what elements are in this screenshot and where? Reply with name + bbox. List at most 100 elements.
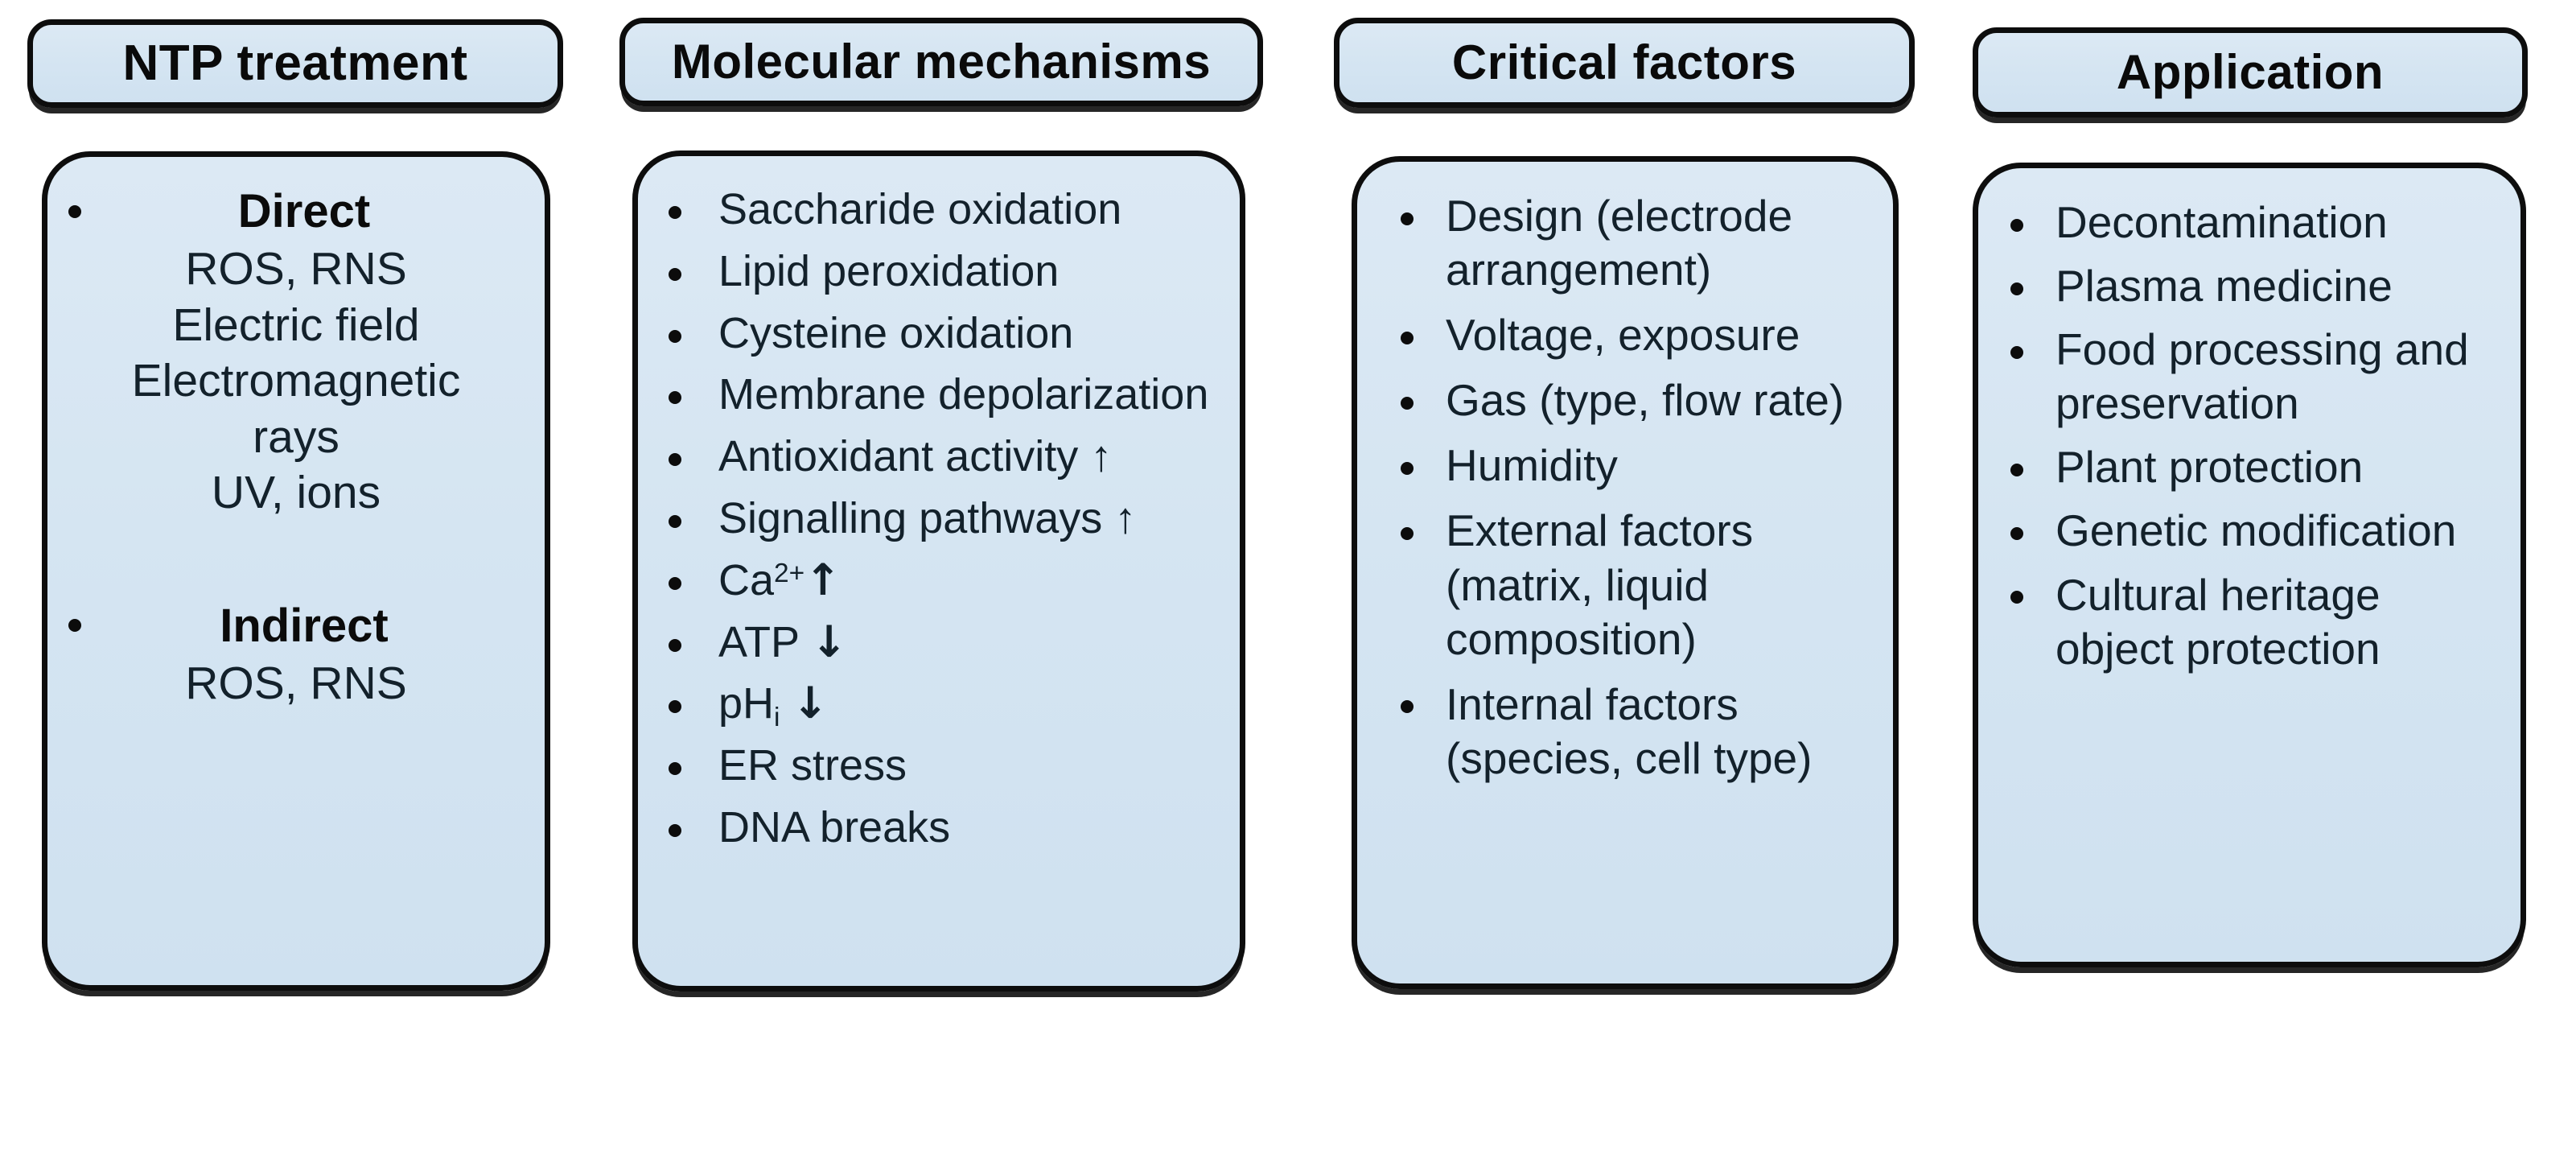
header-box-molecular-mechanisms: Molecular mechanisms	[619, 18, 1263, 106]
group-lines-indirect: ROS, RNS	[68, 656, 524, 712]
bullet-icon	[2010, 591, 2023, 604]
header-box-application: Application	[1973, 27, 2528, 118]
bullet-icon	[669, 206, 681, 220]
column-ntp-treatment: NTP treatment Direct ROS, RNS Electric f…	[27, 0, 582, 991]
list-item-label: ER stress	[718, 741, 907, 790]
bullet-icon	[669, 453, 681, 467]
content-box-critical-factors: Design (electrode arrangement) Voltage, …	[1352, 156, 1899, 989]
bullet-icon	[2010, 463, 2023, 476]
bullet-icon	[669, 576, 681, 590]
list-item: Signalling pathways ↑	[659, 493, 1219, 545]
bullet-icon	[2010, 527, 2023, 541]
list-item: Cultural heritage object protection	[1999, 568, 2500, 676]
list-item-label: Internal factors (species, cell type)	[1446, 678, 1813, 783]
list-item-label: Decontamination	[2055, 197, 2388, 247]
list-item: Voltage, exposure	[1378, 308, 1872, 362]
list-item: Gas (type, flow rate)	[1378, 373, 1872, 427]
list-item: UV, ions	[211, 467, 381, 519]
list-item: ER stress	[659, 740, 1219, 792]
list-item: ATP ↓	[659, 616, 1219, 669]
bullet-icon	[669, 329, 681, 343]
list-item: Plasma medicine	[1999, 259, 2500, 313]
group-lines-direct: ROS, RNS Electric field Electromagnetic …	[68, 241, 524, 522]
bullet-icon	[2010, 218, 2023, 232]
list-item-label: Cysteine oxidation	[718, 308, 1074, 357]
bullet-list-application: Decontamination Plasma medicine Food pro…	[1999, 196, 2500, 686]
group-head-direct: Direct	[68, 184, 524, 238]
list-item-label-calcium: Ca2+↑	[718, 554, 842, 605]
list-item: Saccharide oxidation	[659, 183, 1219, 236]
list-item-label: Humidity	[1446, 440, 1618, 491]
bullet-icon	[669, 762, 681, 776]
header-title-molecular-mechanisms: Molecular mechanisms	[671, 35, 1212, 89]
list-item-label: Voltage, exposure	[1446, 310, 1800, 361]
list-item-label: External factors (matrix, liquid composi…	[1446, 505, 1754, 664]
column-critical-factors: Critical factors Design (electrode arran…	[1334, 0, 1921, 989]
header-box-critical-factors: Critical factors	[1334, 18, 1915, 108]
header-title-ntp-treatment: NTP treatment	[122, 35, 468, 91]
bullet-icon	[1401, 212, 1414, 225]
list-item: Genetic modification	[1999, 504, 2500, 558]
bullet-icon	[68, 204, 81, 218]
bullet-icon	[669, 700, 681, 714]
list-item: Decontamination	[1999, 196, 2500, 249]
list-item-label: Antioxidant activity ↑	[718, 432, 1113, 481]
list-item-label: Lipid peroxidation	[718, 246, 1060, 295]
bullet-icon	[669, 391, 681, 405]
list-item-label: Plasma medicine	[2055, 261, 2393, 311]
column-molecular-mechanisms: Molecular mechanisms Saccharide oxidatio…	[619, 0, 1271, 992]
list-item-label: Saccharide oxidation	[718, 185, 1122, 233]
bullet-icon	[1401, 461, 1414, 475]
list-item: Electromagnetic	[131, 355, 461, 407]
bullet-icon	[2010, 345, 2023, 359]
list-item-label: Genetic modification	[2055, 505, 2457, 556]
list-item: pHi ↓	[659, 678, 1219, 733]
bullet-icon	[68, 619, 81, 633]
bullet-list-critical-factors: Design (electrode arrangement) Voltage, …	[1378, 189, 1872, 797]
bullet-icon	[1401, 527, 1414, 541]
list-item-label: Membrane depolarization	[718, 370, 1209, 419]
list-item-label-atp: ATP ↓	[718, 616, 848, 667]
group-direct: Direct ROS, RNS Electric field Electroma…	[68, 184, 524, 522]
list-item-label: Food processing and preservation	[2055, 324, 2469, 429]
bullet-list-molecular-mechanisms: Saccharide oxidation Lipid peroxidation …	[659, 183, 1219, 864]
bullet-icon	[669, 267, 681, 281]
header-title-critical-factors: Critical factors	[1451, 35, 1797, 89]
list-item-label: Signalling pathways ↑	[718, 493, 1137, 542]
group-head-indirect: Indirect	[68, 599, 524, 653]
bullet-icon	[1401, 331, 1414, 344]
list-item: Antioxidant activity ↑	[659, 431, 1219, 483]
list-item: Lipid peroxidation	[659, 245, 1219, 298]
list-item-label-ph: pHi ↓	[718, 678, 829, 733]
bullet-icon	[669, 515, 681, 529]
column-application: Application Decontamination Plasma medic…	[1973, 0, 2536, 967]
list-item: ROS, RNS	[185, 657, 407, 709]
bullet-icon	[669, 638, 681, 652]
list-item: Design (electrode arrangement)	[1378, 189, 1872, 297]
list-item: ROS, RNS	[185, 243, 407, 295]
group-indirect: Indirect ROS, RNS	[68, 599, 524, 712]
list-item: Internal factors (species, cell type)	[1378, 678, 1872, 785]
list-item: DNA breaks	[659, 802, 1219, 854]
list-item-label: DNA breaks	[718, 802, 951, 851]
list-item: rays	[253, 410, 339, 463]
list-item-label: Cultural heritage object protection	[2055, 569, 2381, 674]
bullet-icon	[669, 824, 681, 838]
list-item-label: Plant protection	[2055, 442, 2364, 493]
content-box-ntp-treatment: Direct ROS, RNS Electric field Electroma…	[42, 151, 550, 991]
content-box-molecular-mechanisms: Saccharide oxidation Lipid peroxidation …	[632, 150, 1245, 992]
header-title-application: Application	[2116, 45, 2385, 99]
content-box-application: Decontamination Plasma medicine Food pro…	[1973, 163, 2526, 967]
list-item: Plant protection	[1999, 440, 2500, 494]
list-item: Membrane depolarization	[659, 369, 1219, 421]
list-item: Ca2+↑	[659, 555, 1219, 607]
header-box-ntp-treatment: NTP treatment	[27, 19, 563, 108]
list-item: Food processing and preservation	[1999, 323, 2500, 431]
list-item-label: Design (electrode arrangement)	[1446, 191, 1793, 295]
group-label-direct: Direct	[237, 185, 371, 237]
bullet-icon	[1401, 700, 1414, 714]
bullet-icon	[1401, 396, 1414, 410]
group-spacer	[68, 522, 524, 599]
list-item-label: Gas (type, flow rate)	[1446, 375, 1845, 426]
